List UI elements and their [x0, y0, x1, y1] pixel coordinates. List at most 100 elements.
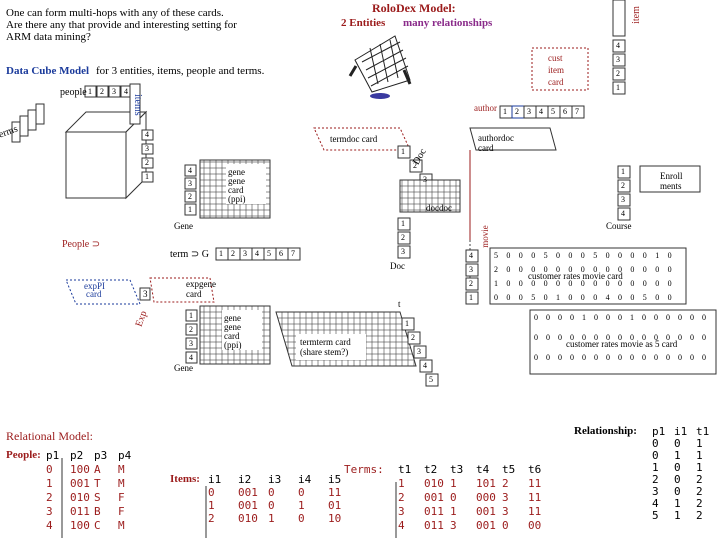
table-cell: 11 [528, 477, 542, 490]
table-cell: 1 [398, 477, 405, 490]
axis-number: 2 [401, 233, 405, 242]
matrix-cell: 0 [667, 279, 672, 288]
matrix-cell: 2 [494, 265, 498, 274]
items-axis [141, 129, 154, 183]
label-authordoc: authordoc [478, 133, 514, 143]
axis-number: 2 [469, 279, 473, 288]
table-cell: 1 [652, 461, 659, 474]
axis-number: 4 [616, 41, 620, 50]
matrix-cell: 0 [630, 293, 635, 302]
relationship-title: Relationship: [574, 425, 637, 437]
axis-number: 3 [621, 195, 625, 204]
table-cell: 001 [70, 477, 90, 490]
matrix-cell: 0 [618, 313, 622, 322]
matrix-cell: 0 [593, 293, 598, 302]
table-cell: 001 [424, 491, 444, 504]
table-cell: 2 [398, 491, 405, 504]
matrix-cell: 0 [506, 251, 511, 260]
axis-number: 2 [413, 161, 417, 170]
matrix-cell: 0 [630, 251, 635, 260]
matrix-cell: 0 [593, 265, 598, 274]
matrix-cell: 0 [654, 333, 658, 342]
table-cell: 1 [674, 509, 681, 522]
table-cell: S [94, 491, 101, 504]
table-cell: 2 [652, 473, 659, 486]
table-cell: 1 [696, 449, 703, 462]
matrix-cell: 0 [518, 293, 523, 302]
table-cell: 0 [268, 499, 275, 512]
exp-axis [185, 309, 198, 364]
table-cell: 2 [502, 477, 509, 490]
rolodex-title: RoloDex Model: [372, 1, 456, 15]
axis-number: 1 [469, 293, 473, 302]
matrix-cell: 1 [655, 251, 660, 260]
label-customer-rates-movie: customer rates movie card [528, 271, 623, 281]
table-cell: 0 [652, 449, 659, 462]
axis-number: 4 [621, 209, 625, 218]
matrix-cell: 0 [570, 313, 574, 322]
axis-number: 3 [189, 339, 193, 348]
matrix-cell: 0 [568, 293, 573, 302]
table-cell: 3 [502, 505, 509, 518]
axis-number: 4 [145, 130, 149, 139]
cust-item-card [531, 47, 589, 91]
matrix-cell: 0 [543, 293, 548, 302]
matrix-cell: 0 [655, 279, 660, 288]
table-cell: 011 [424, 519, 444, 532]
doc-stack-left [397, 217, 411, 259]
table-cell: 3 [502, 491, 509, 504]
label-cust: cust [548, 53, 563, 63]
table-cell: B [94, 505, 101, 518]
table-cell: 010 [424, 477, 444, 490]
matrix-cell: 0 [558, 313, 562, 322]
matrix-cell: 0 [630, 353, 634, 362]
label-exppi-card: card [86, 289, 102, 299]
matrix-cell: 0 [594, 353, 598, 362]
matrix-cell: 0 [506, 293, 511, 302]
matrix-cell: 0 [546, 333, 550, 342]
matrix-cell: 0 [678, 333, 682, 342]
axis-number: 2 [231, 249, 235, 258]
matrix-cell: 0 [605, 265, 610, 274]
table-cell: 1 [674, 497, 681, 510]
axis-number: 3 [401, 247, 405, 256]
table-cell: 001 [238, 499, 258, 512]
axis-number: 2 [616, 69, 620, 78]
table-cell: 3 [398, 505, 405, 518]
axis-number: 7 [575, 107, 579, 116]
table-cell: 100 [70, 463, 90, 476]
matrix-cell: 0 [655, 265, 660, 274]
axis-number: 1 [621, 167, 625, 176]
axis-number: 6 [279, 249, 283, 258]
label-people: people [60, 87, 87, 98]
table-cell: 11 [528, 491, 542, 504]
matrix-cell: 0 [531, 265, 536, 274]
docdoc-card [399, 179, 461, 213]
table-header: p3 [94, 449, 108, 462]
axis-number: 3 [188, 179, 192, 188]
table-cell: 001 [476, 505, 496, 518]
table-cell: 3 [46, 505, 53, 518]
items-table-label: Items: [170, 473, 200, 485]
table-cell: 0 [298, 512, 305, 525]
enroll-card [639, 165, 701, 193]
matrix-cell: 0 [546, 353, 550, 362]
axis-number: 2 [621, 181, 625, 190]
relational-model-title: Relational Model: [6, 429, 93, 443]
table-cell: 2 [696, 497, 703, 510]
matrix-cell: 0 [546, 313, 550, 322]
authordoc-card [469, 127, 557, 151]
matrix-cell: 0 [494, 293, 498, 302]
axis-number: 3 [145, 144, 149, 153]
table-cell: 1 [674, 449, 681, 462]
matrix-cell: 0 [580, 293, 585, 302]
axis-number: 1 [145, 172, 149, 181]
axis-number: 2 [515, 107, 519, 116]
table-cell: M [118, 477, 125, 490]
axis-number: 4 [423, 361, 427, 370]
matrix-cell: 5 [494, 251, 498, 260]
matrix-cell: 0 [606, 313, 610, 322]
matrix-cell: 0 [630, 265, 635, 274]
matrix-cell: 0 [666, 353, 670, 362]
